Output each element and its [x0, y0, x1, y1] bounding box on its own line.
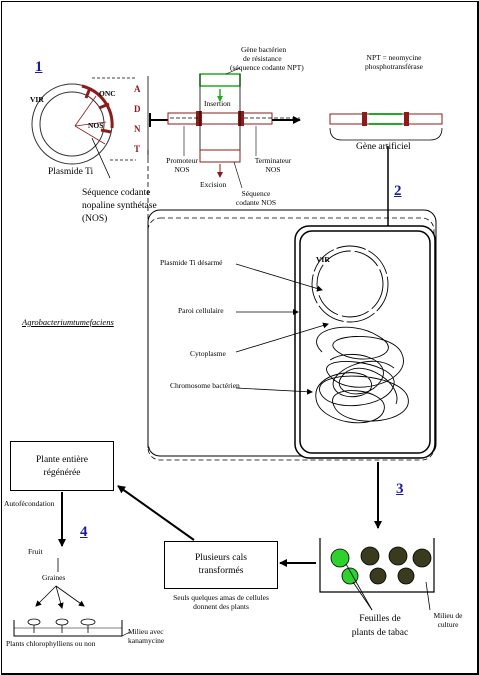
nos-label: NOS — [88, 121, 104, 130]
agrobacterium — [147, 150, 437, 461]
cals-note-line-2: donnent des plants — [193, 602, 249, 611]
feuilles-line-1: Feuilles de — [359, 614, 401, 624]
step-2-label: 2 — [394, 183, 402, 199]
cals-line-2: transformés — [198, 566, 244, 576]
vir-label: VIR — [30, 95, 44, 104]
gene-artificiel-label: Gène artificiel — [356, 142, 411, 152]
excision-label: Excision — [200, 180, 227, 189]
tdna-letter-t: T — [134, 144, 141, 154]
plasmid-title: Plasmide Ti — [48, 167, 94, 177]
regeneration — [13, 492, 131, 637]
step-1-label: 1 — [35, 59, 43, 75]
sequence-codante-line-1: Séquence — [241, 189, 271, 198]
sequence-codante-line-2: codante NOS — [235, 198, 277, 207]
gene-resistance-line-1: Gène bactérien — [241, 45, 287, 54]
promoteur-line-1: Promoteur — [166, 156, 198, 165]
ti-plasmid — [31, 76, 149, 179]
step-4-label: 4 — [80, 524, 88, 540]
step-3-label: 3 — [396, 481, 404, 497]
plante-box: Plante entière régénérée — [10, 441, 114, 491]
fruit-label: Fruit — [28, 547, 43, 556]
onc-label: ONC — [99, 89, 116, 98]
gene-resistance-line-2: de résistance — [243, 54, 282, 63]
tdna-arc — [81, 84, 114, 129]
sequence-nos-line-2: nopaline synthétase — [82, 201, 157, 211]
sequence-nos-line-3: (NOS) — [82, 214, 108, 224]
culture-dish — [319, 538, 435, 611]
cals-line-1: Plusieurs cals — [195, 553, 247, 563]
transformation-arrows — [117, 462, 382, 567]
gene-construct — [149, 67, 301, 189]
npt-segment — [199, 73, 241, 87]
cals-box: Plusieurs cals transformés — [164, 541, 278, 589]
tdna-letter-d: D — [134, 104, 141, 114]
milieu-avec-line-2: kanamycine — [128, 636, 165, 645]
cals-note-line-1: Seuls quelques amas de cellules — [173, 593, 269, 602]
plasmide-desarme-label: Plasmide Ti désarmé — [160, 258, 223, 267]
terminateur-line-2: NOS — [265, 165, 281, 174]
sequence-nos-line-1: Séquence codante — [82, 188, 151, 198]
terminateur-line-1: Terminateur — [254, 156, 292, 165]
paroi-label: Paroi cellulaire — [178, 306, 224, 315]
promoteur-line-2: NOS — [174, 165, 190, 174]
graines-label: Graines — [42, 573, 66, 582]
plante-line-1: Plante entière — [36, 455, 88, 465]
insertion-label: Insertion — [204, 99, 231, 108]
milieu-avec-line-1: Milieu avec — [128, 627, 164, 636]
milieu-culture-line-1: Milieu de — [433, 611, 463, 620]
chromosome-label: Chromosome bactérien — [170, 381, 240, 390]
milieu-culture-line-2: culture — [437, 620, 459, 629]
feuilles-line-2: plants de tabac — [351, 628, 409, 638]
gene-resistance-line-3: (séquence codante NPT) — [230, 63, 304, 72]
plante-line-2: régénérée — [43, 468, 81, 478]
bacterial-cell — [294, 225, 436, 459]
npt-note-line-1: NPT = neomycine — [366, 53, 422, 62]
plants-label: Plants chlorophylliens ou non — [6, 639, 96, 648]
npt-note-line-2: phosphotransférase — [365, 62, 423, 71]
autofecondation-label: Autofécondation — [4, 499, 55, 508]
cytoplasme-label: Cytoplasme — [190, 349, 226, 358]
tdna-letter-a: A — [134, 84, 141, 94]
vir-bacterium-label: VIR — [316, 255, 330, 264]
agrobacterium-label: Agrobacteriumtumefaciens — [22, 317, 114, 327]
tdna-letter-n: N — [134, 124, 141, 134]
